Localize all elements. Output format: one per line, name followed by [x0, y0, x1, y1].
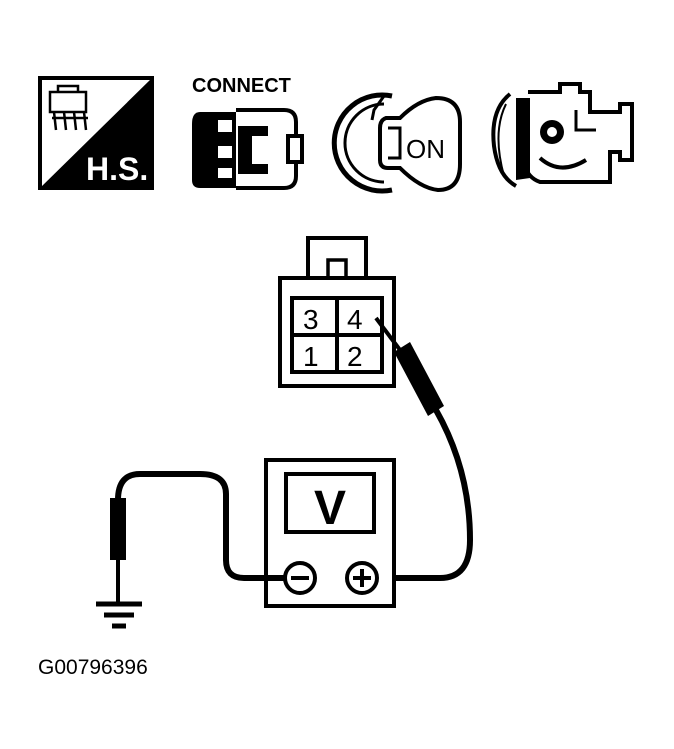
negative-probe [110, 471, 284, 604]
pin-2-label: 2 [347, 341, 363, 372]
positive-probe [374, 316, 474, 581]
figure-id: G00796396 [38, 656, 148, 679]
positive-terminal [345, 561, 379, 595]
negative-terminal [283, 561, 317, 595]
connector: 3 4 1 2 [278, 236, 396, 388]
pin-4-label: 4 [347, 304, 363, 335]
hs-icon: H.S. [38, 76, 154, 190]
ignition-key-icon: ON [331, 92, 462, 194]
voltmeter: V [264, 458, 396, 608]
ground-icon [96, 601, 142, 629]
pin-1-label: 1 [303, 341, 319, 372]
engine-icon [491, 82, 634, 188]
voltmeter-label: V [314, 482, 346, 535]
pin-3-label: 3 [303, 304, 319, 335]
connect-icon: CONNECT [192, 75, 304, 190]
hs-label: H.S. [86, 151, 148, 187]
key-on-label: ON [406, 134, 445, 164]
connect-label: CONNECT [192, 75, 291, 97]
